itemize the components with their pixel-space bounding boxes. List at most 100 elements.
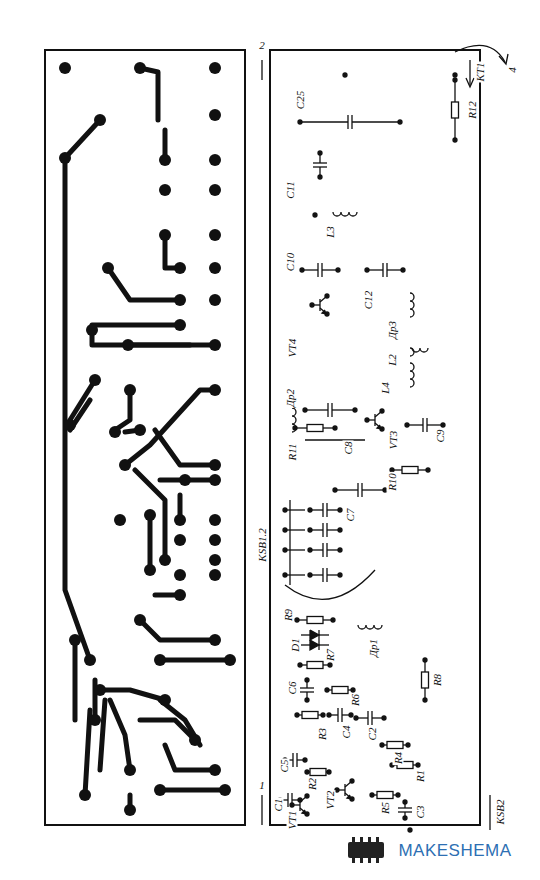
part-label: Дp1: [368, 638, 379, 658]
wire: [398, 811, 412, 812]
lead-dot: [401, 268, 405, 272]
resistor-symbol: [310, 769, 326, 776]
solder-pad: [122, 339, 134, 351]
solder-pad: [86, 324, 98, 336]
lead-dot: [333, 488, 337, 492]
wire: [332, 409, 355, 410]
lead-arrow: [455, 45, 505, 62]
solder-pad: [89, 374, 101, 386]
part-label: 1: [258, 780, 266, 791]
wire: [285, 529, 305, 530]
resistor-symbol: [402, 467, 418, 474]
copper-traces: [65, 68, 230, 810]
part-label: Дp2: [285, 388, 296, 408]
lead-dot: [305, 812, 309, 816]
solder-pad: [102, 262, 114, 274]
lead-dot: [283, 508, 287, 512]
wire: [285, 549, 305, 550]
part-label: 4: [507, 66, 518, 74]
wire: [386, 263, 387, 277]
lead-dot: [453, 78, 457, 82]
lead-dot: [333, 426, 337, 430]
lead-dot: [380, 409, 384, 413]
solder-pad: [224, 654, 236, 666]
wire: [319, 644, 329, 645]
wire: [341, 708, 342, 722]
copper-trace: [128, 343, 215, 348]
solder-pad: [159, 554, 171, 566]
wire: [362, 489, 385, 490]
part-label: VT1: [287, 810, 298, 830]
part-label: C25: [295, 90, 306, 110]
lead-dot: [351, 688, 355, 692]
solder-pad: [189, 734, 201, 746]
wire: [313, 166, 327, 167]
lead-dot: [308, 548, 312, 552]
lead-dot: [403, 816, 407, 820]
wire: [319, 634, 329, 635]
terminal-mark: [489, 795, 490, 830]
resistor-symbol: [452, 102, 459, 118]
copper-panel: [45, 50, 245, 825]
kt-arrowhead: [466, 78, 474, 87]
copper-trace: [108, 268, 180, 300]
copper-trace: [160, 700, 200, 745]
resistor-symbol: [302, 712, 318, 719]
lead-dot: [365, 418, 369, 422]
lead-dot: [308, 528, 312, 532]
wire: [398, 807, 412, 808]
solder-pad: [159, 229, 171, 241]
solder-pad: [209, 62, 221, 74]
part-label: R12: [467, 100, 478, 120]
solder-pad: [209, 569, 221, 581]
solder-pad: [209, 109, 221, 121]
solder-pad: [209, 459, 221, 471]
lead-dot: [365, 268, 369, 272]
solder-pad: [154, 654, 166, 666]
solder-pad: [174, 589, 186, 601]
part-label: 2: [258, 40, 266, 51]
copper-trace: [73, 640, 78, 720]
part-label: Дp3: [387, 320, 398, 340]
solder-pad: [219, 784, 231, 796]
part-label: C10: [285, 252, 296, 272]
copper-trace: [92, 323, 180, 328]
lead-dot: [408, 828, 412, 832]
solder-pad: [209, 294, 221, 306]
wire: [301, 634, 310, 635]
wire: [322, 523, 323, 537]
solder-pad: [179, 474, 191, 486]
lead-dot: [303, 408, 307, 412]
wire: [337, 708, 338, 722]
solder-pad: [209, 514, 221, 526]
lead-dot: [349, 713, 353, 717]
solder-pad: [209, 554, 221, 566]
lead-dot: [350, 779, 354, 783]
wire: [313, 162, 327, 163]
lead-dot: [380, 427, 384, 431]
wire: [305, 409, 328, 410]
solder-pad: [209, 534, 221, 546]
lead-dot: [318, 175, 322, 179]
wire: [285, 509, 305, 510]
lead-dot: [350, 797, 354, 801]
solder-pad: [89, 714, 101, 726]
solder-pad: [124, 804, 136, 816]
solder-pad: [134, 424, 146, 436]
lead-dot: [354, 716, 358, 720]
solder-pad: [69, 634, 81, 646]
lead-dot: [283, 573, 287, 577]
inductor-symbol: [333, 212, 357, 216]
part-label: L2: [387, 353, 398, 367]
copper-trace: [140, 620, 215, 640]
wire: [367, 711, 368, 725]
part-label: D1: [290, 637, 301, 652]
lead-arrowhead: [499, 54, 508, 64]
solder-pad: [174, 569, 186, 581]
solder-pad: [209, 384, 221, 396]
diode-symbol: [310, 630, 319, 640]
lead-dot: [325, 688, 329, 692]
inductor-symbol: [358, 625, 382, 629]
solder-pad: [159, 694, 171, 706]
